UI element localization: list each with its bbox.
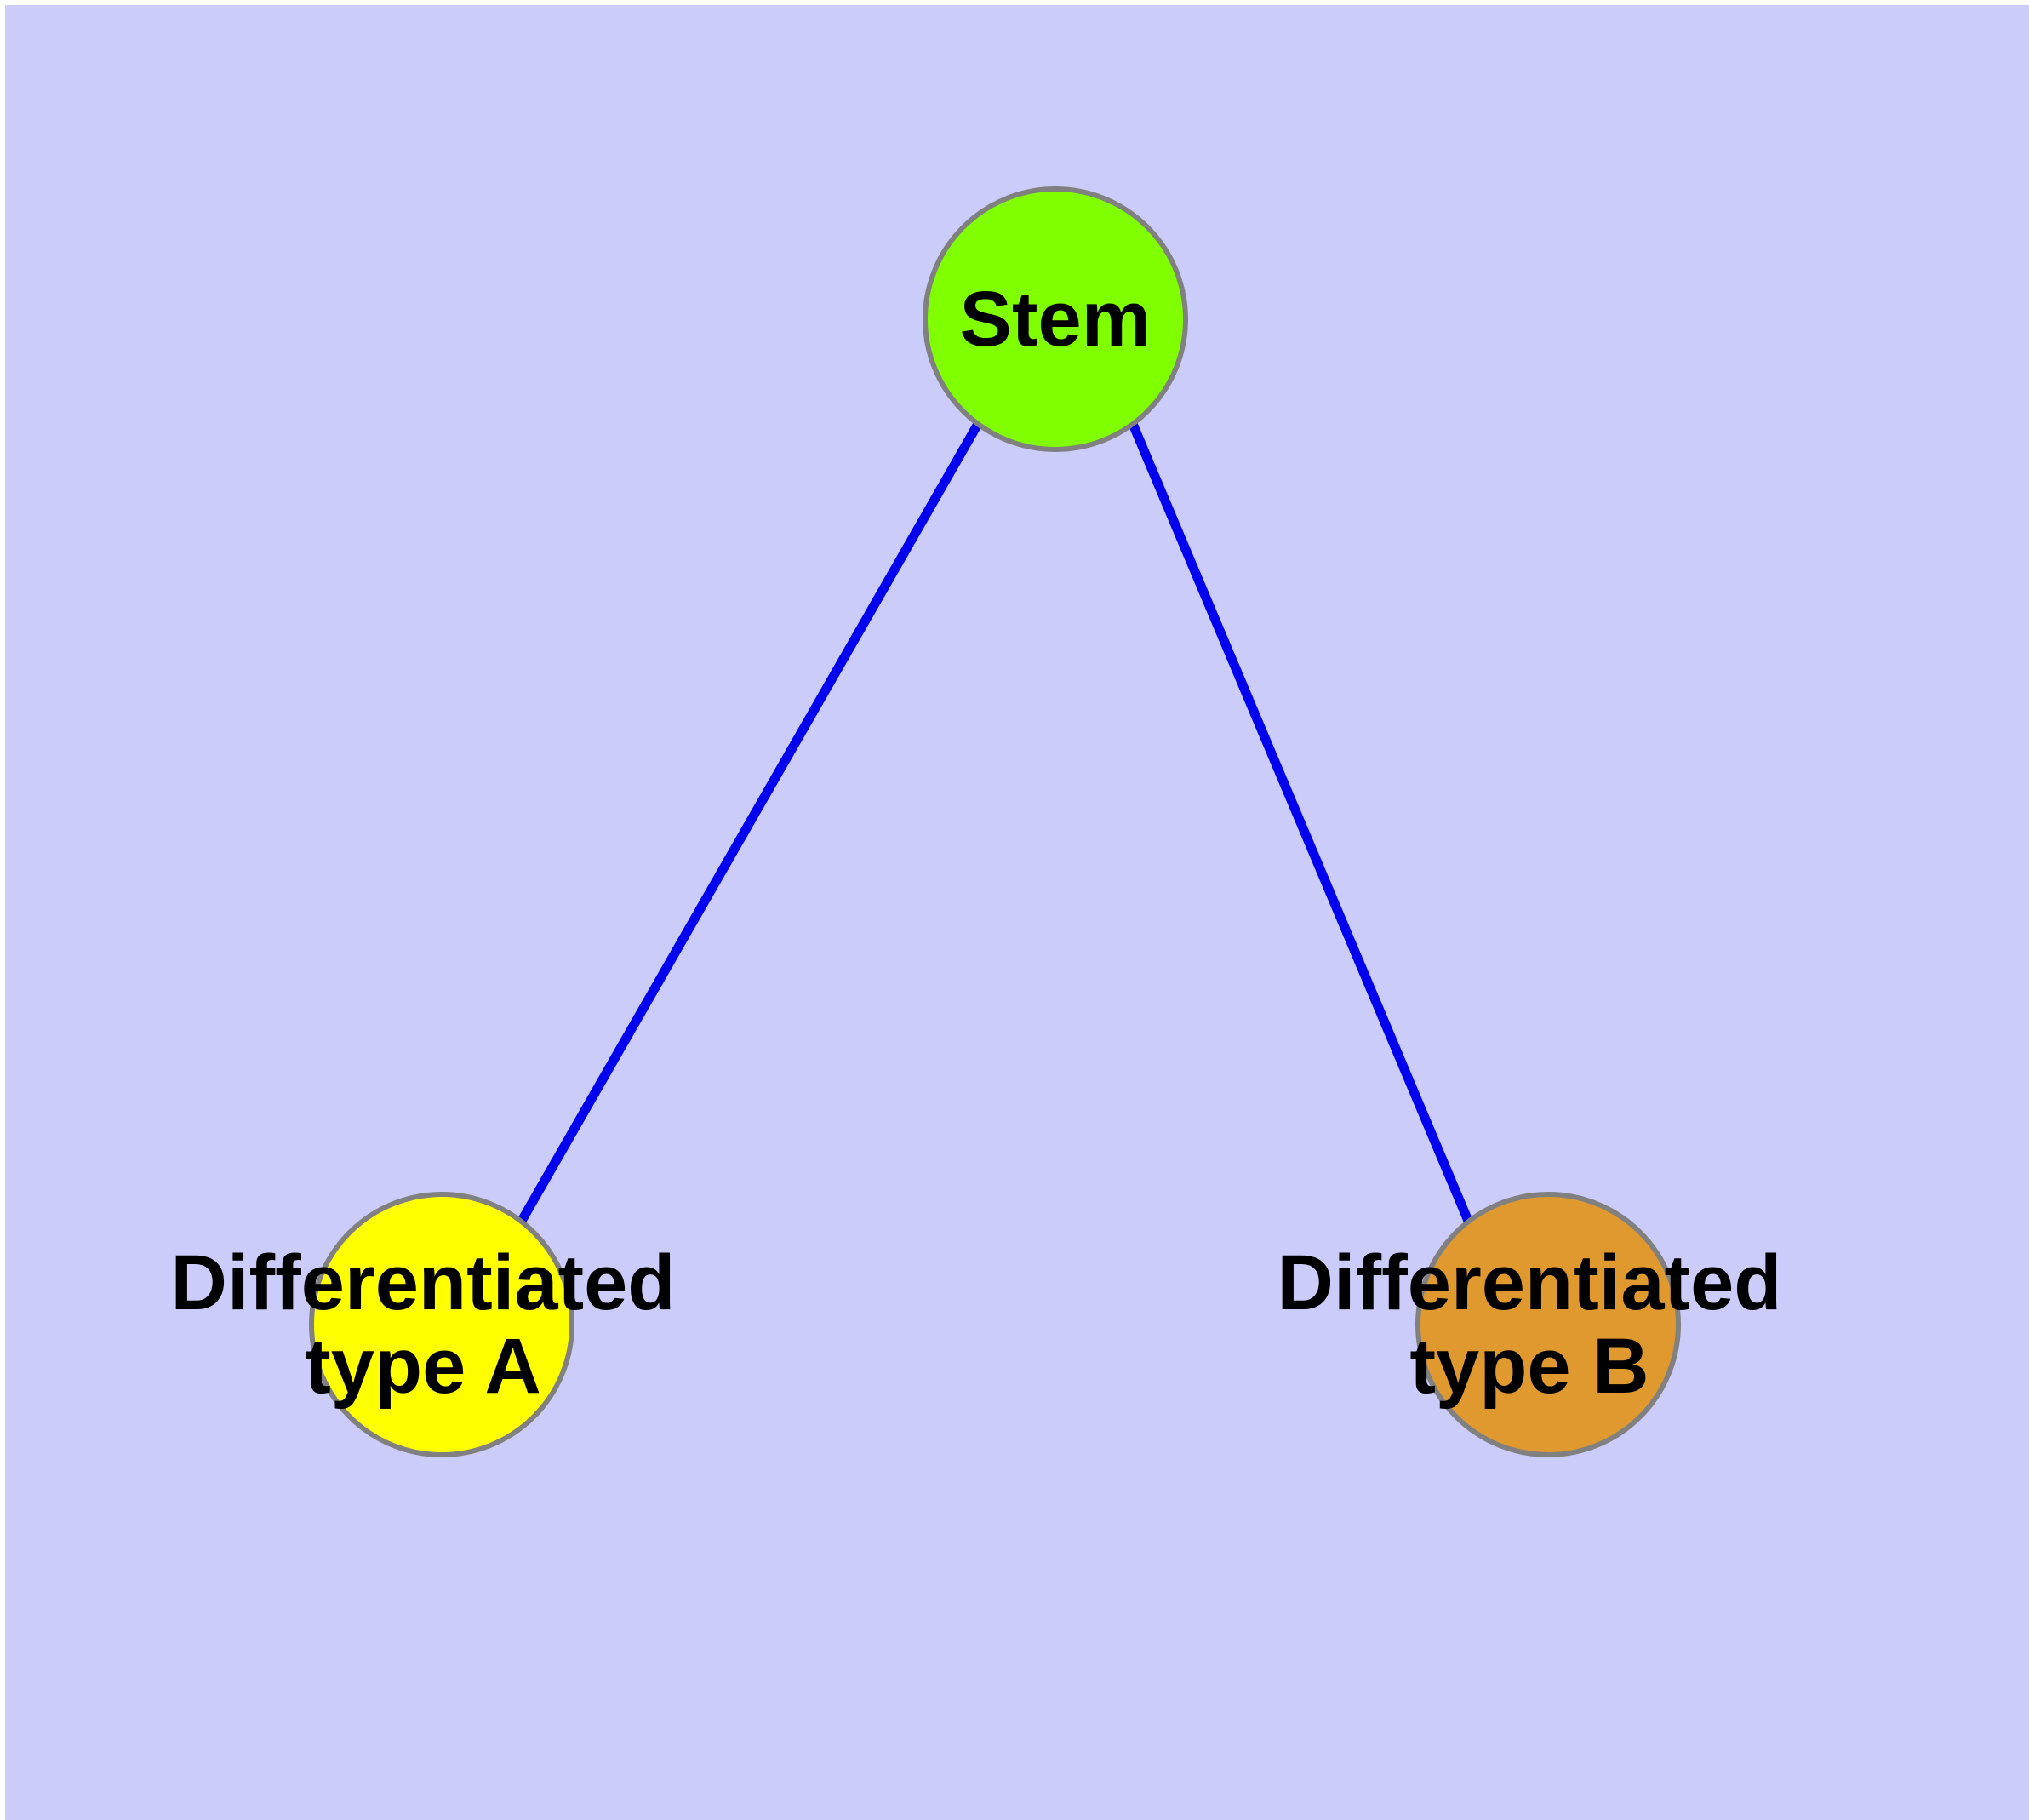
node-layer bbox=[309, 186, 1681, 1457]
node-stem[interactable] bbox=[923, 186, 1188, 452]
edge-layer bbox=[517, 421, 1473, 1223]
node-differentiated-type-a[interactable] bbox=[309, 1192, 574, 1457]
node-differentiated-type-b[interactable] bbox=[1415, 1192, 1681, 1457]
edge-stem-to-differentiated-type-b[interactable] bbox=[1128, 421, 1473, 1223]
edge-stem-to-differentiated-type-a[interactable] bbox=[517, 421, 982, 1223]
